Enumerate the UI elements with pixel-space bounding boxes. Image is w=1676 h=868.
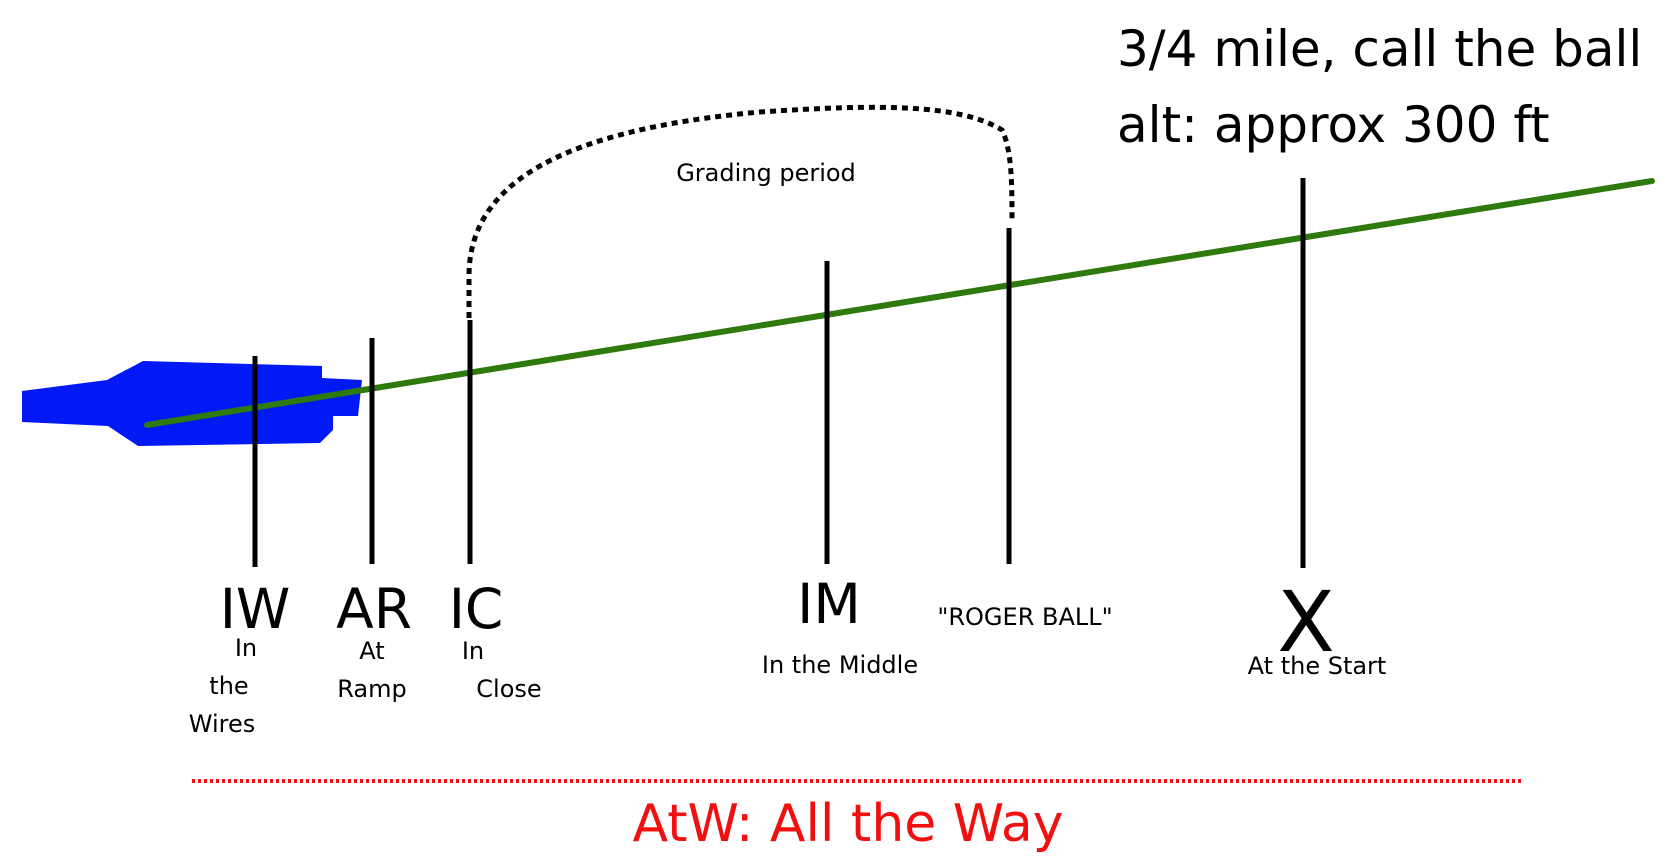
grading-period-arc: [466, 104, 1015, 318]
marker-desc-ic-line-1: In: [462, 637, 484, 665]
header-line-1: 3/4 mile, call the ball: [1117, 20, 1642, 78]
marker-desc-ar-line-1: At: [359, 637, 384, 665]
marker-abbr-iw: IW: [220, 577, 291, 641]
all-the-way-label: AtW: All the Way: [632, 794, 1063, 854]
marker-desc-ic-line-2: Close: [476, 675, 541, 703]
marker-desc-x: At the Start: [1248, 652, 1387, 680]
marker-abbr-im: IM: [797, 572, 861, 636]
grading-period-label: Grading period: [676, 159, 856, 187]
marker-desc-iw-line-2: the: [209, 672, 248, 700]
glideslope-line: [144, 178, 1655, 428]
marker-desc-iw-line-1: In: [235, 634, 257, 662]
carrier-ship-shape: [22, 361, 362, 446]
marker-abbr-ic: IC: [449, 577, 504, 641]
marker-label-roger-ball: "ROGER BALL": [937, 603, 1112, 631]
marker-desc-ar-line-2: Ramp: [337, 675, 406, 703]
marker-abbr-ar: AR: [336, 577, 412, 641]
header-line-2: alt: approx 300 ft: [1117, 96, 1550, 154]
marker-abbr-x: X: [1277, 573, 1335, 671]
marker-desc-im: In the Middle: [762, 651, 918, 679]
marker-desc-iw-line-3: Wires: [189, 710, 255, 738]
